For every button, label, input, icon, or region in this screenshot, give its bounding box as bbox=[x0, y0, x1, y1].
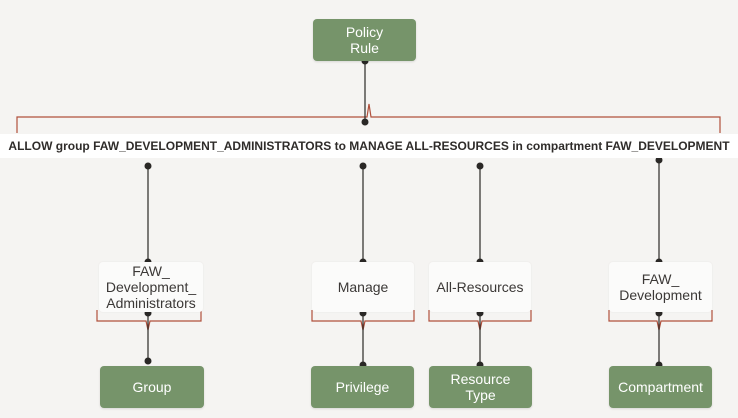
compartment-category-node: Compartment bbox=[609, 366, 712, 408]
group-category-node: Group bbox=[100, 366, 204, 408]
group-value-box: FAW_ Development_ Administrators bbox=[99, 262, 203, 312]
privilege-value-box: Manage bbox=[312, 262, 414, 312]
policy-rule-node: Policy Rule bbox=[313, 19, 416, 61]
resource-value-box: All-Resources bbox=[429, 262, 531, 312]
statement-bracket bbox=[16, 103, 721, 133]
policy-statement: ALLOW group FAW_DEVELOPMENT_ADMINISTRATO… bbox=[0, 134, 738, 158]
privilege-category-node: Privilege bbox=[311, 366, 414, 408]
resource-type-category-node: Resource Type bbox=[429, 366, 532, 408]
compartment-value-box: FAW_ Development bbox=[609, 262, 712, 312]
